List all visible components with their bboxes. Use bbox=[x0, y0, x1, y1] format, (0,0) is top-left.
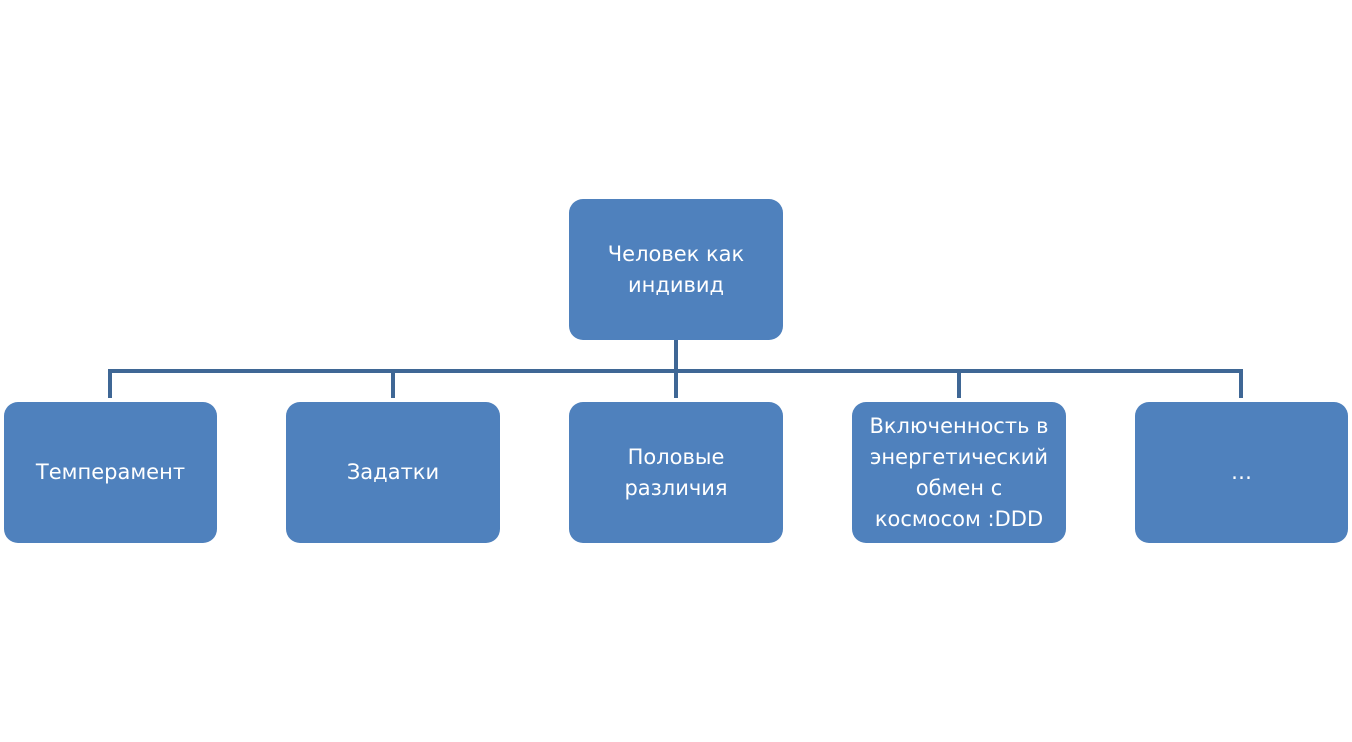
child-node-temperament: Темперамент bbox=[4, 402, 217, 543]
child-node-inclinations: Задатки bbox=[286, 402, 500, 543]
child-node-sex-differences: Половые различия bbox=[569, 402, 783, 543]
node-label-line: индивид bbox=[627, 272, 725, 297]
node-label-line: энергетический bbox=[869, 444, 1049, 469]
child-node-ellipsis: … bbox=[1135, 402, 1348, 543]
node-label-line: Человек как bbox=[607, 241, 745, 266]
child-node-cosmic-energy-exchange: Включенность в энергетический обмен с ко… bbox=[852, 402, 1066, 543]
node-label-line: космосом :DDD bbox=[874, 506, 1044, 531]
node-label-line: Включенность в bbox=[869, 413, 1049, 438]
node-label-line: Задатки bbox=[346, 460, 440, 484]
node-label-line: Половые bbox=[627, 444, 725, 469]
node-label-line: обмен с bbox=[915, 475, 1003, 500]
node-label-line: различия bbox=[624, 475, 728, 500]
node-label-line: Темперамент bbox=[35, 460, 186, 484]
node-label-line: … bbox=[1231, 460, 1252, 484]
root-node-human-as-individual: Человек как индивид bbox=[569, 199, 783, 340]
